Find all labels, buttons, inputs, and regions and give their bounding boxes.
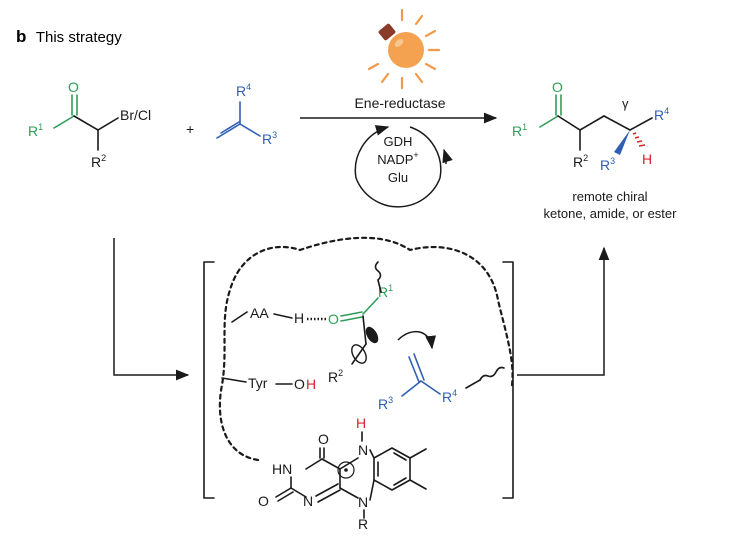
- flavin-n-top: N: [358, 442, 368, 458]
- h-bond-donor: AA H O R1: [231, 261, 393, 327]
- product-hydrogen: H: [642, 151, 652, 167]
- aa-hydrogen: H: [294, 310, 304, 326]
- alkene-r3: R3: [378, 395, 393, 412]
- flavin-r: R: [358, 516, 368, 531]
- substrate-r1: R1: [378, 283, 393, 300]
- active-site-alkene: R3 R4: [378, 353, 505, 412]
- flavin-n-hydrogen: H: [356, 415, 366, 431]
- plus-sign: +: [186, 121, 194, 137]
- flow-arrow-out: [517, 246, 610, 376]
- reactant1-r1: R1: [28, 122, 43, 139]
- alkene-r4: R4: [442, 388, 457, 405]
- substrate-oxygen: O: [328, 311, 339, 327]
- panel-letter: b: [16, 27, 26, 46]
- reactant1-oxygen: O: [68, 79, 79, 95]
- reactant-alpha-halo-carbonyl: O R1 Br/Cl R2: [28, 79, 151, 170]
- cycle-gdh: GDH: [384, 134, 413, 149]
- flavin-hn: HN: [272, 461, 292, 477]
- substrate-radical: R2: [328, 315, 379, 385]
- product-caption-2: ketone, amide, or ester: [544, 206, 678, 221]
- active-site-outline: [218, 236, 514, 462]
- product-r1: R1: [512, 122, 527, 139]
- cycle-nadp: NADP+: [377, 150, 418, 167]
- flavin-o-top: O: [318, 431, 329, 447]
- aa-label: AA: [250, 305, 269, 321]
- product-structure: O R1 R2 γ R4 R3 H remote chiral ketone, …: [512, 79, 677, 221]
- flavin-o-left: O: [258, 493, 269, 509]
- flavin-n-bottom: N: [358, 494, 368, 510]
- substrate-r2: R2: [328, 368, 343, 385]
- enzyme-label: Ene-reductase: [354, 95, 445, 111]
- product-r4: R4: [654, 106, 669, 123]
- electron-arrow: [397, 330, 437, 350]
- product-r3: R3: [600, 156, 615, 173]
- tyr-oxygen: O: [294, 376, 305, 392]
- lightbulb-icon: [367, 8, 441, 90]
- reactant1-r2: R2: [91, 153, 106, 170]
- product-r2: R2: [573, 153, 588, 170]
- flavin-n-left: N: [303, 493, 313, 509]
- reactant2-r3: R3: [262, 130, 277, 147]
- tyr-hydrogen: H: [306, 376, 316, 392]
- reactant-alkene: R4 R3: [216, 82, 277, 147]
- reactant1-halogen: Br/Cl: [120, 107, 151, 123]
- gamma-label: γ: [622, 96, 629, 111]
- flavin-cofactor: O HN O N H N N R: [258, 415, 427, 532]
- tyr-label: Tyr: [248, 375, 268, 391]
- product-oxygen: O: [552, 79, 563, 95]
- cycle-glu: Glu: [388, 170, 408, 185]
- cofactor-cycle: GDH NADP+ Glu: [354, 125, 453, 208]
- heading-text: This strategy: [36, 29, 122, 46]
- reactant2-r4: R4: [236, 82, 251, 99]
- left-bracket: [203, 261, 215, 499]
- flow-arrow-in: [113, 238, 190, 381]
- right-bracket: [502, 261, 514, 499]
- panel-heading: b This strategy: [16, 27, 122, 46]
- tyrosine: Tyr O H: [221, 375, 316, 392]
- product-caption-1: remote chiral: [572, 189, 647, 204]
